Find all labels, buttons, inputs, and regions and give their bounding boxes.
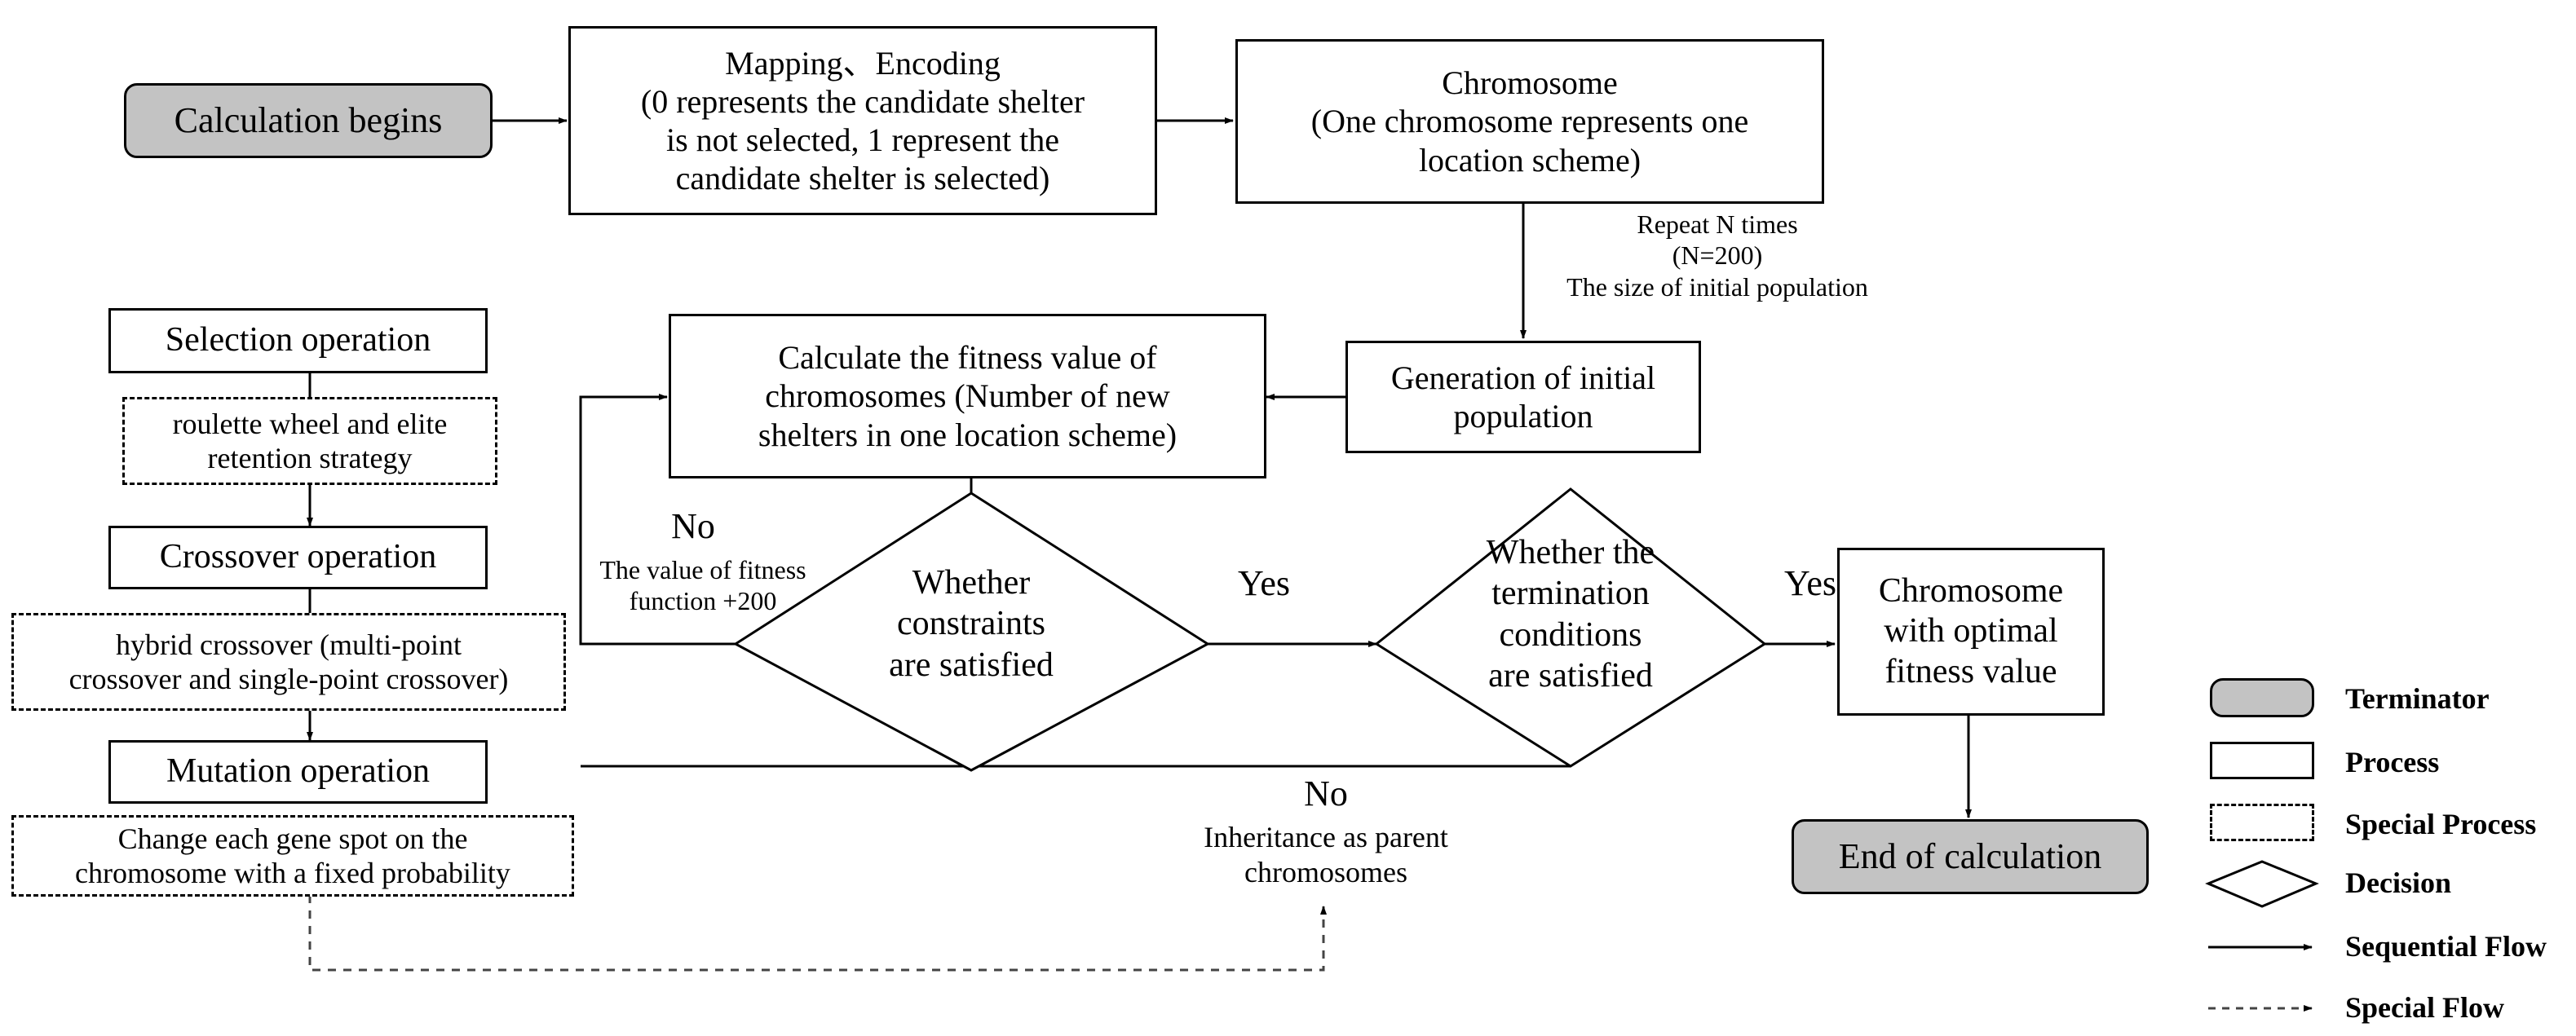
legend-swatch-terminator bbox=[2210, 678, 2314, 717]
legend-swatch-process bbox=[2210, 742, 2314, 779]
decision-termination-label[interactable]: Whether the termination conditions are s… bbox=[1486, 534, 1655, 695]
node-optimal-chromosome[interactable]: Chromosome with optimal fitness value bbox=[1837, 548, 2105, 716]
node-chromosome[interactable]: Chromosome (One chromosome represents on… bbox=[1235, 39, 1824, 204]
node-mapping-encoding[interactable]: Mapping、Encoding (0 represents the candi… bbox=[568, 26, 1157, 215]
legend-label-terminator: Terminator bbox=[2345, 682, 2490, 715]
legend-label-process: Process bbox=[2345, 746, 2440, 778]
legend-label-special-process: Special Process bbox=[2345, 808, 2537, 840]
decision-constraints-label[interactable]: Whether constraints are satisfied bbox=[889, 564, 1054, 684]
annotation-repeat-n-times: Repeat N times (N=200) The size of initi… bbox=[1566, 209, 1868, 302]
node-calculate-fitness[interactable]: Calculate the fitness value of chromosom… bbox=[669, 314, 1266, 478]
node-mutation-operation[interactable]: Mutation operation bbox=[108, 740, 488, 804]
edge-label-yes-termination: Yes bbox=[1783, 563, 1837, 603]
node-end-of-calculation[interactable]: End of calculation bbox=[1792, 819, 2149, 894]
legend-label-special-flow: Special Flow bbox=[2345, 991, 2504, 1024]
legend-label-decision: Decision bbox=[2345, 866, 2451, 899]
edge-label-no-constraints: No bbox=[671, 506, 715, 546]
legend-swatch-decision bbox=[2205, 860, 2319, 908]
legend-label-sequential-flow: Sequential Flow bbox=[2345, 930, 2547, 963]
node-selection-note[interactable]: roulette wheel and elite retention strat… bbox=[122, 397, 497, 485]
edge-label-yes-constraints: Yes bbox=[1237, 563, 1291, 603]
legend-shapes bbox=[2205, 860, 2319, 1012]
node-mutation-note[interactable]: Change each gene spot on the chromosome … bbox=[11, 815, 574, 897]
node-crossover-operation[interactable]: Crossover operation bbox=[108, 526, 488, 589]
legend: Terminator Process Special Process Decis… bbox=[2185, 670, 2569, 1029]
node-generation-initial-population[interactable]: Generation of initial population bbox=[1345, 341, 1701, 453]
edge-label-fitness-penalty: The value of fitness function +200 bbox=[599, 555, 806, 616]
edge-label-no-termination: No bbox=[1304, 774, 1348, 813]
node-calculation-begins[interactable]: Calculation begins bbox=[124, 83, 493, 158]
edge-label-inheritance: Inheritance as parent chromosomes bbox=[1204, 821, 1448, 889]
node-selection-operation[interactable]: Selection operation bbox=[108, 308, 488, 373]
legend-swatch-special-process bbox=[2210, 804, 2314, 841]
node-crossover-note[interactable]: hybrid crossover (multi-point crossover … bbox=[11, 613, 566, 711]
